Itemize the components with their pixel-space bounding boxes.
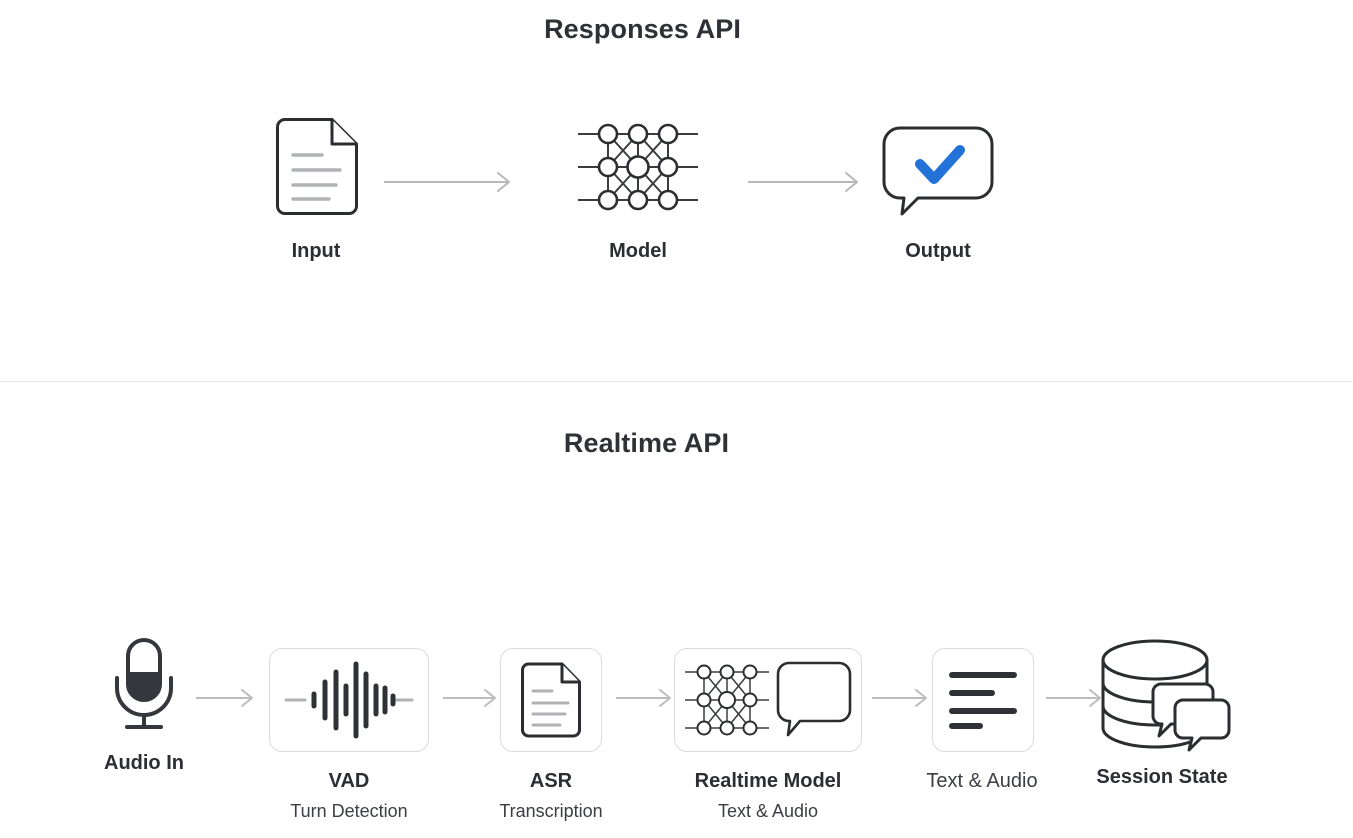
node-realtime-model-label: Realtime Model [694,770,842,792]
microphone-icon [64,634,224,734]
node-model-label: Model [609,240,667,262]
database-chat-icon [1082,639,1242,752]
node-output: Output [838,126,1038,263]
node-model: Model [538,118,738,263]
document-icon [216,118,416,216]
text-lines-icon [932,648,1034,752]
responses-api-title: Responses API [544,14,741,44]
node-text-audio: Text & Audio [902,648,1062,793]
node-session-state-label: Session State [1096,766,1228,788]
waveform-icon [269,648,429,752]
node-asr: ASR Transcription [471,648,631,822]
node-realtime-model: Realtime Model Text & Audio [648,648,888,822]
arrow-vad-asr [443,686,503,710]
section-divider [0,381,1353,382]
node-vad-label: VAD [328,770,370,792]
node-asr-sublabel: Transcription [499,801,603,821]
realtime-api-title: Realtime API [563,428,730,458]
neural-network-icon [538,118,738,216]
node-input-label: Input [291,240,341,262]
node-vad-sublabel: Turn Detection [290,801,408,821]
arrow-model-output [748,170,864,194]
speech-bubble-check-icon [838,126,1038,216]
arrow-input-model [384,170,516,194]
node-output-label: Output [905,240,971,262]
text-audio-icon-box [932,648,1034,752]
arrow-asr-realtimemodel [616,686,678,710]
arrow-text-sessionstate [1046,686,1108,710]
node-audio-in-label: Audio In [104,752,184,774]
node-text-audio-label: Text & Audio [926,770,1038,792]
node-vad: VAD Turn Detection [249,648,449,822]
document-icon [500,648,602,752]
arrow-audioin-vad [196,686,260,710]
realtime-api-section: Realtime API Audio In [0,382,1353,838]
neural-network-bubble-icon [674,648,862,752]
node-audio-in: Audio In [64,634,224,775]
node-realtime-model-sublabel: Text & Audio [717,801,819,821]
node-input: Input [216,118,416,263]
arrow-realtimemodel-text [872,686,934,710]
node-asr-label: ASR [529,770,573,792]
responses-api-section: Responses API Input [0,0,1353,381]
node-session-state: Session State [1082,639,1242,789]
